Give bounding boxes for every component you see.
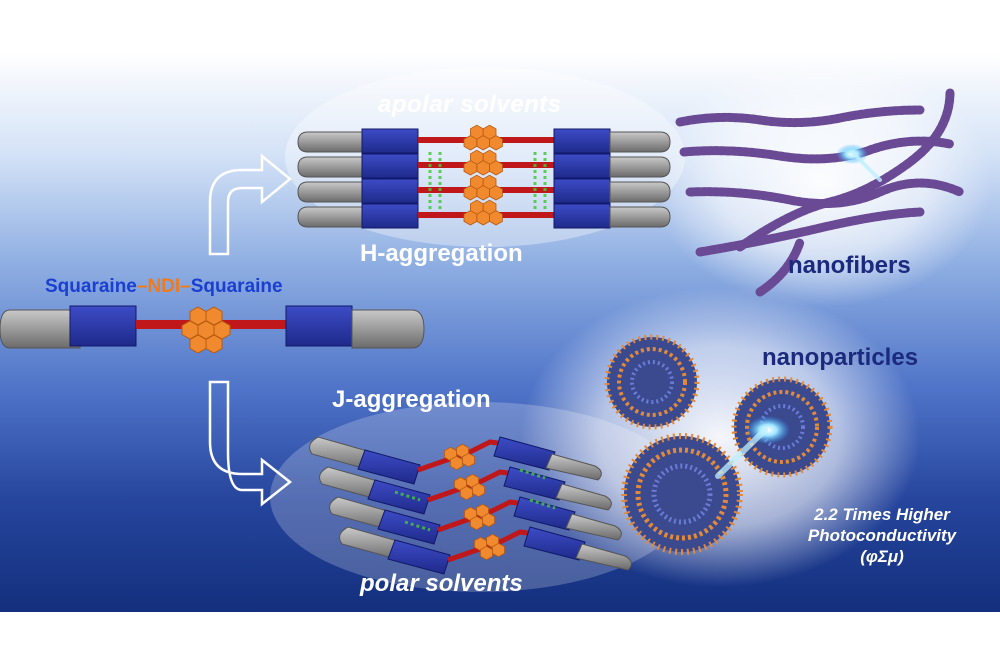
label-j-aggregation: J-aggregation [332,386,491,413]
label-molecule: Squaraine–NDI–Squaraine [45,276,283,298]
figure-panel: apolar solvents H-aggregation Squaraine–… [0,52,1000,612]
h-aggregate-stack [297,124,671,229]
label-nanofibers: nanofibers [788,252,911,279]
label-squaraine-right: Squaraine [190,276,283,297]
label-polar-solvents: polar solvents [360,570,523,597]
scheme-graphic [0,57,992,592]
arrow-to-h-aggregation [208,153,292,256]
arrow-to-j-aggregation [208,380,293,507]
label-ndi: –NDI– [136,276,191,297]
label-photoconductivity: 2.2 Times Higher Photoconductivity (φΣμ) [782,504,982,567]
nanofibers-image [675,87,965,297]
label-nanoparticles: nanoparticles [762,344,919,371]
nanoparticles-image [604,334,833,555]
single-molecule [0,305,425,354]
photo-line-3: (φΣμ) [860,547,904,566]
photo-line-2: Photoconductivity [807,526,957,545]
label-squaraine-left: Squaraine [45,276,137,297]
label-apolar-solvents: apolar solvents [378,91,562,118]
j-aggregate-stack [309,436,632,575]
photo-line-1: 2.2 Times Higher [814,505,950,524]
label-h-aggregation: H-aggregation [360,240,523,267]
